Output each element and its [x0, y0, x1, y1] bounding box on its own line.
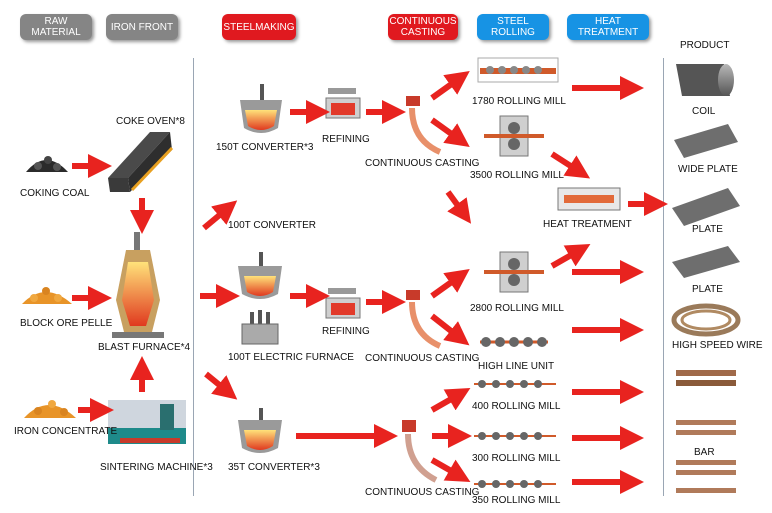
label-converter-150t: 150T CONVERTER*3 — [216, 142, 314, 153]
header-steelmaking-label: STEELMAKING — [223, 21, 295, 33]
header-iron-front: IRON FRONT — [106, 14, 178, 40]
label-continuous-casting-2: CONTINUOUS CASTING — [365, 353, 480, 364]
separator-products — [663, 58, 664, 496]
label-coil: COIL — [692, 106, 716, 117]
electric-furnace-graphic — [241, 310, 279, 345]
plate-2-product-graphic — [672, 246, 740, 278]
label-mill-400: 400 ROLLING MILL — [472, 401, 561, 412]
label-mill-300: 300 ROLLING MILL — [472, 453, 561, 464]
coking-coal-pile — [26, 156, 68, 172]
converter-150t-graphic — [240, 84, 282, 133]
label-electric-furnace: 100T ELECTRIC FURNACE — [228, 352, 354, 363]
label-block-ore: BLOCK ORE PELLE — [20, 318, 113, 329]
label-refining-2: REFINING — [322, 326, 370, 337]
iron-concentrate-pile — [24, 400, 76, 418]
header-heat-treatment: HEAT TREATMENT — [567, 14, 649, 40]
header-raw-material-label: RAW MATERIAL — [31, 16, 81, 38]
label-blast-furnace: BLAST FURNACE*4 — [98, 342, 191, 353]
header-product: PRODUCT — [680, 40, 730, 51]
plate-1-product-graphic — [672, 188, 740, 226]
flow-arrows — [72, 71, 668, 494]
label-converter-100t: 100T CONVERTER — [228, 220, 316, 231]
header-steelmaking: STEELMAKING — [222, 14, 296, 40]
label-plate-1: PLATE — [692, 224, 723, 235]
label-plate-2: PLATE — [692, 284, 723, 295]
mill-350-graphic — [474, 480, 556, 488]
label-mill-350: 350 ROLLING MILL — [472, 495, 561, 506]
header-steel-rolling: STEEL ROLLING — [477, 14, 549, 40]
label-continuous-casting-3: CONTINUOUS CASTING — [365, 487, 480, 498]
wide-plate-product-graphic — [674, 124, 738, 158]
label-high-line-unit: HIGH LINE UNIT — [478, 361, 555, 372]
header-heat-treatment-label: HEAT TREATMENT — [577, 16, 639, 38]
header-cc-line1: CONTINUOUS — [389, 16, 457, 27]
label-sintering: SINTERING MACHINE*3 — [100, 462, 213, 473]
label-heat-treatment: HEAT TREATMENT — [543, 219, 632, 230]
label-iron-concentrate: IRON CONCENTRATE — [14, 426, 118, 437]
coil-product-graphic — [676, 64, 734, 96]
label-mill-2800: 2800 ROLLING MILL — [470, 303, 564, 314]
label-converter-35t: 35T CONVERTER*3 — [228, 462, 320, 473]
header-raw-material: RAW MATERIAL — [20, 14, 92, 40]
label-wide-plate: WIDE PLATE — [678, 164, 738, 175]
bar-products-graphic — [676, 370, 736, 493]
converter-35t-graphic — [238, 408, 282, 453]
caster-2-graphic — [406, 290, 442, 349]
heat-treatment-furnace-graphic — [557, 187, 621, 211]
refining-1-graphic — [325, 88, 361, 119]
mill-2800-graphic — [484, 251, 544, 293]
block-ore-pile — [22, 287, 72, 304]
caster-3-graphic — [402, 420, 438, 483]
label-mill-3500: 3500 ROLLING MILL — [470, 170, 564, 181]
mill-3500-graphic — [484, 115, 544, 157]
label-high-speed-wire: HIGH SPEED WIRE — [672, 340, 763, 351]
header-iron-front-label: IRON FRONT — [110, 21, 174, 33]
blast-furnace-graphic — [112, 232, 164, 338]
header-cc-line2: CASTING — [400, 27, 446, 38]
coke-oven-graphic — [108, 132, 174, 192]
separator-iron-steel — [193, 58, 194, 496]
label-coke-oven: COKE OVEN*8 — [116, 116, 185, 127]
label-continuous-casting-1: CONTINUOUS CASTING — [365, 158, 480, 169]
label-coking-coal: COKING COAL — [20, 188, 90, 199]
label-bar: BAR — [694, 447, 715, 458]
sintering-machine-graphic — [108, 400, 186, 444]
caster-1-graphic — [406, 96, 442, 155]
mill-400-graphic — [474, 380, 556, 388]
converter-100t-graphic — [238, 252, 282, 299]
header-steel-rolling-label: STEEL ROLLING — [491, 16, 535, 38]
mill-300-graphic — [474, 432, 556, 440]
label-refining-1: REFINING — [322, 134, 370, 145]
mill-1780-graphic — [477, 57, 559, 83]
refining-2-graphic — [325, 288, 361, 319]
high-speed-wire-product-graphic — [671, 303, 741, 337]
high-line-unit-graphic — [480, 337, 548, 347]
label-mill-1780: 1780 ROLLING MILL — [472, 96, 566, 107]
